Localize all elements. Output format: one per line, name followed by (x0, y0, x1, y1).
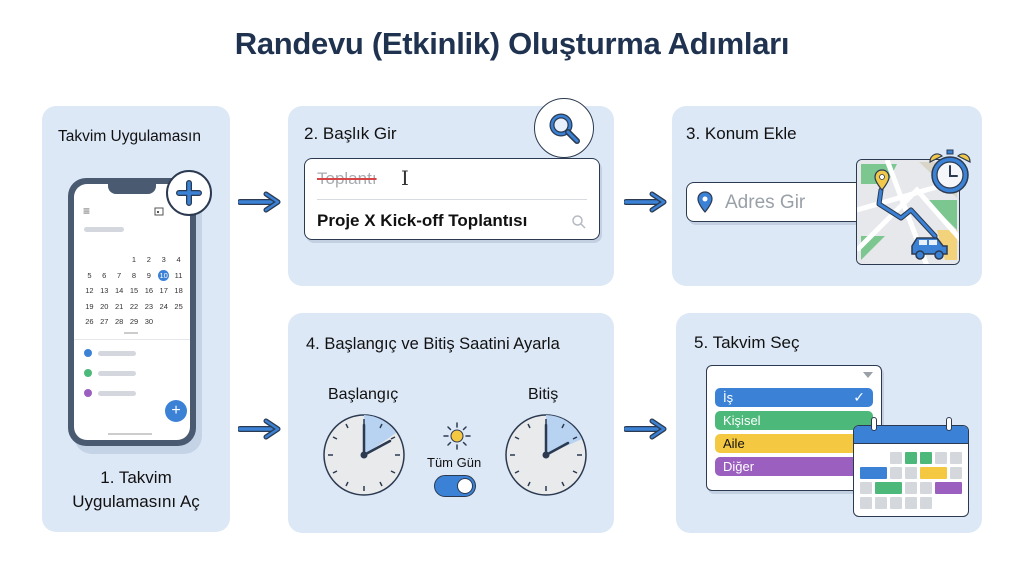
calendar-select-dropdown[interactable]: İş ✓ Kişisel Aile Diğer (706, 365, 882, 491)
fab-add-button[interactable]: + (165, 400, 187, 422)
mini-calendar-header (854, 426, 968, 444)
step-4-card: 4. Başlangıç ve Bitiş Saatini Ayarla Baş… (288, 313, 614, 533)
calendar-option-kisisel[interactable]: Kişisel (715, 411, 873, 430)
step-1-label-line1: 1. Takvim (100, 468, 172, 487)
calendar-small-icon[interactable] (154, 206, 164, 216)
step-3-label: 3. Konum Ekle (686, 124, 797, 143)
map-route-icon (857, 160, 959, 264)
sun-icon (443, 422, 471, 450)
location-pin-icon (697, 191, 713, 213)
all-day-label: Tüm Gün (427, 455, 482, 470)
arrow-right-icon (238, 418, 281, 440)
new-title-text: Proje X Kick-off Toplantısı (317, 211, 528, 230)
phone-notch (108, 184, 156, 194)
arrow-right-icon (624, 191, 667, 213)
step-1-top-label: Takvim Uygulamasın (58, 128, 201, 145)
address-input[interactable]: Adres Gir (686, 182, 860, 222)
menu-icon[interactable]: ≡ (83, 204, 91, 218)
step-3-card: 3. Konum Ekle Adres Gir (672, 106, 982, 286)
page-title: Randevu (Etkinlik) Oluşturma Adımları (234, 26, 790, 61)
end-label: Bitiş (528, 386, 559, 403)
input-divider (317, 199, 587, 200)
map-preview (856, 159, 960, 265)
event-dot (84, 349, 92, 357)
search-bubble (534, 98, 594, 158)
home-indicator (108, 433, 152, 435)
drag-handle[interactable] (124, 332, 138, 334)
event-placeholder (98, 390, 136, 396)
step-2-label: 2. Başlık Gir (304, 124, 397, 143)
step-2-card: 2. Başlık Gir Toplantı I Proje X Kick-of… (288, 98, 614, 286)
arrow-right-icon (238, 191, 281, 213)
divider (74, 339, 190, 340)
event-dot (84, 389, 92, 397)
calendar-ring-icon (871, 417, 877, 431)
today-marker[interactable]: 10 (158, 269, 170, 281)
calendar-option-diger[interactable]: Diğer (715, 457, 873, 476)
alarm-clock-icon (929, 149, 971, 194)
title-input[interactable]: Toplantı I Proje X Kick-off Toplantısı (304, 158, 600, 240)
weekday-dots (86, 242, 182, 244)
step-5-label: 5. Takvim Seç (694, 333, 800, 352)
event-item-purple[interactable] (84, 389, 136, 397)
event-item-green[interactable] (84, 369, 136, 377)
event-placeholder (98, 350, 136, 356)
month-placeholder-bar (84, 227, 124, 232)
plus-icon (176, 180, 202, 206)
arrow-right-icon (624, 418, 667, 440)
calendar-ring-icon (946, 417, 952, 431)
old-title-text: Toplantı (317, 169, 377, 188)
step-1-label-line2: Uygulamasını Aç (72, 492, 200, 511)
calendar-option-aile[interactable]: Aile (715, 434, 873, 453)
step-5-card: 5. Takvim Seç İş ✓ Kişisel Aile Diğer (676, 313, 982, 533)
toggle-knob (457, 478, 473, 494)
text-cursor-icon: I (401, 166, 409, 190)
all-day-toggle[interactable] (434, 475, 476, 497)
search-small-icon (572, 215, 586, 229)
event-item-blue[interactable] (84, 349, 136, 357)
address-placeholder: Adres Gir (725, 192, 806, 213)
event-placeholder (98, 370, 136, 376)
step-4-label: 4. Başlangıç ve Bitiş Saatini Ayarla (306, 335, 560, 353)
calendar-option-is[interactable]: İş ✓ (715, 388, 873, 407)
end-clock-icon[interactable] (504, 413, 588, 497)
dropdown-caret-icon[interactable] (863, 372, 873, 378)
check-icon: ✓ (853, 389, 865, 405)
search-icon (549, 113, 580, 144)
start-label: Başlangıç (328, 386, 399, 403)
start-clock-icon[interactable] (322, 413, 406, 497)
mini-calendar-icon (853, 425, 969, 517)
add-event-button[interactable] (166, 170, 212, 216)
event-dot (84, 369, 92, 377)
